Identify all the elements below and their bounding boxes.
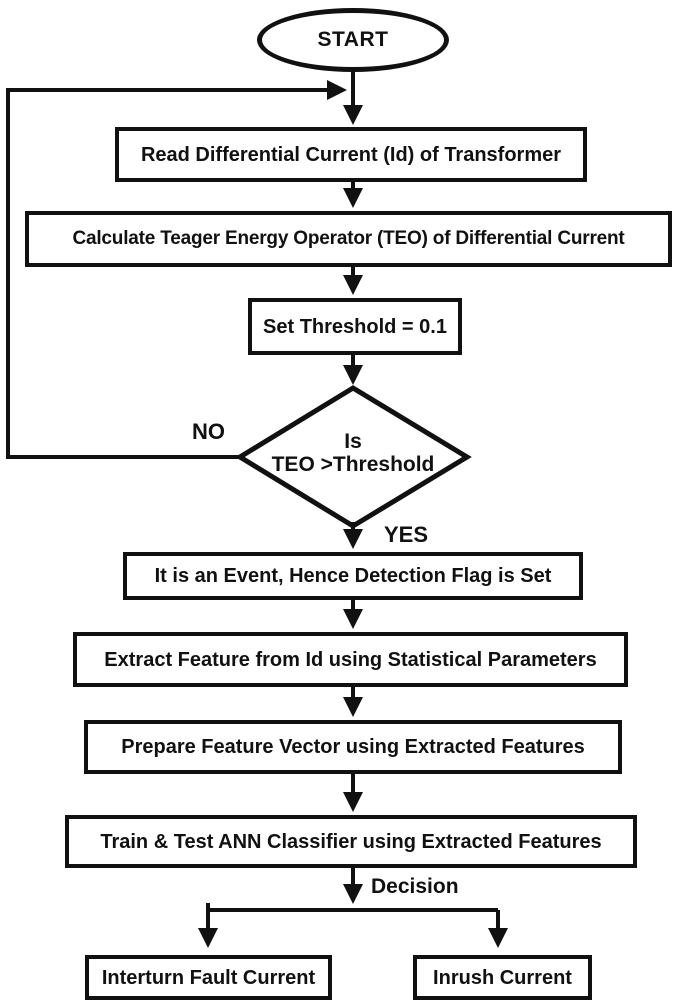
process-set-threshold: Set Threshold = 0.1 [248, 298, 462, 355]
process-extract-features-label: Extract Feature from Id using Statistica… [104, 648, 597, 671]
process-read-current-label: Read Differential Current (Id) of Transf… [140, 143, 562, 166]
outcome-inrush-current-label: Inrush Current [433, 966, 572, 989]
process-train-ann-label: Train & Test ANN Classifier using Extrac… [100, 830, 602, 853]
outcome-interturn-fault: Interturn Fault Current [85, 955, 332, 1000]
process-event-flag: It is an Event, Hence Detection Flag is … [123, 552, 583, 600]
process-train-ann: Train & Test ANN Classifier using Extrac… [65, 815, 637, 868]
decision-text-line1: Is [344, 430, 362, 453]
start-node: START [257, 8, 449, 72]
decision-text-line2: TEO >Threshold [271, 453, 435, 476]
process-set-threshold-label: Set Threshold = 0.1 [263, 315, 447, 338]
arrow-no-loopback [6, 80, 347, 459]
process-prepare-vector-label: Prepare Feature Vector using Extracted F… [121, 736, 585, 758]
no-branch-label: NO [192, 419, 225, 444]
decision-output-label: Decision [371, 875, 459, 898]
outcome-inrush-current: Inrush Current [413, 955, 592, 1000]
process-calculate-teo: Calculate Teager Energy Operator (TEO) o… [25, 211, 672, 267]
yes-branch-label: YES [384, 522, 429, 547]
process-prepare-vector: Prepare Feature Vector using Extracted F… [84, 720, 622, 774]
process-read-current: Read Differential Current (Id) of Transf… [115, 127, 587, 182]
decision-text: Is TEO >Threshold [243, 430, 463, 476]
start-label: START [317, 28, 389, 51]
process-extract-features: Extract Feature from Id using Statistica… [73, 632, 628, 687]
process-calculate-teo-label: Calculate Teager Energy Operator (TEO) o… [72, 227, 625, 249]
outcome-interturn-fault-label: Interturn Fault Current [101, 966, 316, 989]
process-event-flag-label: It is an Event, Hence Detection Flag is … [154, 565, 552, 587]
